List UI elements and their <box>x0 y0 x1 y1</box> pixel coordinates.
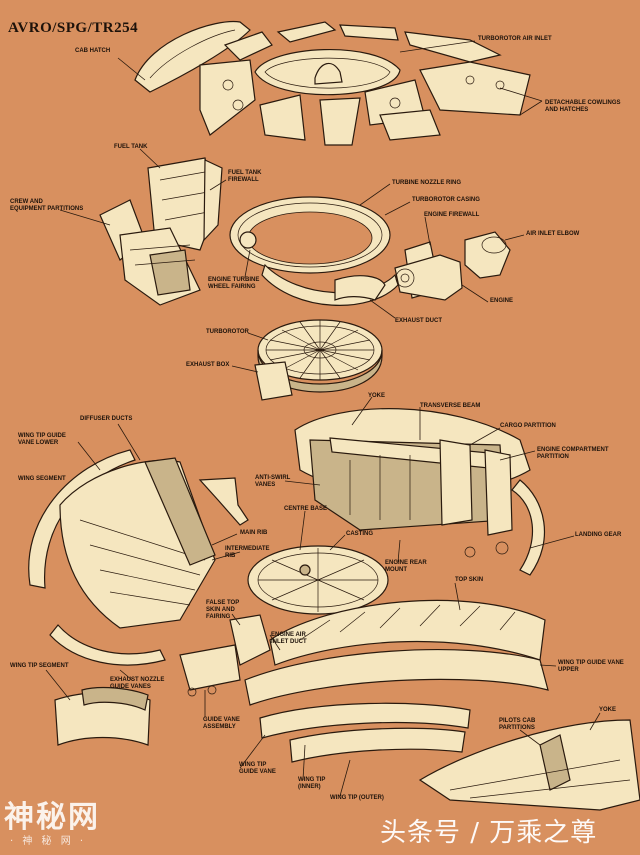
label-guide-vane-assembly: GUIDE VANE ASSEMBLY <box>203 717 240 730</box>
cowling-segment <box>339 24 399 41</box>
label-intermediate-rib: INTERMEDIATE RIB <box>225 546 270 559</box>
centre-base-group <box>179 545 389 697</box>
label-wing-tip-guide-vane: WING TIP GUIDE VANE <box>239 762 276 775</box>
label-false-top-skin: FALSE TOP SKIN AND FAIRING <box>206 600 240 620</box>
top-skin-part <box>269 599 546 666</box>
centre-cone <box>314 62 343 85</box>
exhaust-duct-part <box>334 275 386 301</box>
landing-gear-part <box>511 479 545 576</box>
label-exhaust-duct: EXHAUST DUCT <box>395 318 443 324</box>
cowling-segment <box>404 31 502 63</box>
label-exhaust-nozzle-guide-vanes: EXHAUST NOZZLE GUIDE VANES <box>110 677 165 690</box>
label-diffuser-ducts: DIFFUSER DUCTS <box>80 416 133 422</box>
engine-group <box>394 231 511 301</box>
watermark-left: 神秘网 <box>4 800 100 835</box>
diffuser-ducts-part <box>144 457 216 566</box>
label-wing-tip-inner: WING TIP (INNER) <box>298 777 326 790</box>
air-inlet-elbow-part <box>464 231 511 279</box>
cowling-segment <box>276 21 337 43</box>
cowling-segment <box>379 109 441 141</box>
false-top-skin-part <box>229 614 271 666</box>
engine-compartment-part <box>484 449 513 536</box>
label-engine-turbine-wheel-fairing: ENGINE TURBINE WHEEL FAIRING <box>208 277 260 290</box>
cowling-segment <box>259 94 306 141</box>
label-wing-tip-guide-vane-upper: WING TIP GUIDE VANE UPPER <box>558 660 624 673</box>
label-crew-partitions: CREW AND EQUIPMENT PARTITIONS <box>10 199 84 212</box>
wing-tip-inner-part <box>259 702 471 739</box>
engine-ring-group <box>229 196 399 306</box>
label-anti-swirl-vanes: ANTI-SWIRL VANES <box>255 475 291 488</box>
label-pilots-cab-partitions: PILOTS CAB PARTITIONS <box>499 718 536 731</box>
label-yoke-top: YOKE <box>368 393 386 399</box>
exhaust-box-part <box>254 361 293 401</box>
yoke-bottom-part <box>539 734 571 791</box>
label-engine-firewall: ENGINE FIREWALL <box>424 212 480 218</box>
anti-swirl-vane-part <box>198 477 249 526</box>
wing-segment-group <box>28 449 249 666</box>
cowling-segment <box>419 61 531 116</box>
label-turbine-nozzle-ring: TURBINE NOZZLE RING <box>392 180 461 186</box>
label-exhaust-box: EXHAUST BOX <box>186 362 230 368</box>
watermark-left-sub: · 神 秘 网 · <box>10 836 87 847</box>
label-wing-tip-outer: WING TIP (OUTER) <box>330 795 384 801</box>
label-wing-tip-guide-vane-lower: WING TIP GUIDE VANE LOWER <box>18 433 66 446</box>
label-centre-base: CENTRE BASE <box>284 506 328 512</box>
label-landing-gear: LANDING GEAR <box>575 532 622 538</box>
wing-tip-guide-vane-lower-part <box>28 449 136 589</box>
hull-group <box>294 408 545 576</box>
label-turborotor-casing: TURBOROTOR CASING <box>412 197 480 203</box>
label-yoke-bottom: YOKE <box>599 707 617 713</box>
label-air-inlet-elbow: AIR INLET ELBOW <box>526 231 580 237</box>
diagram-title: AVRO/SPG/TR254 <box>8 20 139 36</box>
label-cargo-partition: CARGO PARTITION <box>500 423 556 429</box>
label-turborotor-air-inlet: TURBOROTOR AIR INLET <box>478 36 552 42</box>
top-cowlings-group <box>134 20 531 146</box>
label-casting: CASTING <box>346 531 373 537</box>
label-wing-segment: WING SEGMENT <box>18 476 66 482</box>
label-top-skin: TOP SKIN <box>455 577 484 583</box>
exhaust-nozzle-part <box>81 686 149 711</box>
label-engine-rear-mount: ENGINE REAR MOUNT <box>385 560 427 573</box>
label-engine-compartment-partition: ENGINE COMPARTMENT PARTITION <box>537 447 609 460</box>
label-engine: ENGINE <box>490 298 514 304</box>
label-turborotor: TURBOROTOR <box>206 329 249 335</box>
label-transverse-beam: TRANSVERSE BEAM <box>420 403 481 409</box>
label-wing-tip-segment: WING TIP SEGMENT <box>10 663 69 669</box>
label-fuel-tank-firewall: FUEL TANK FIREWALL <box>228 170 262 183</box>
leader-lines <box>45 40 601 797</box>
top-skin-group <box>54 599 549 763</box>
label-main-rib: MAIN RIB <box>240 530 268 536</box>
cowling-segment <box>199 59 256 136</box>
label-detachable-cowlings: DETACHABLE COWLINGS AND HATCHES <box>545 100 621 113</box>
cargo-partition-part <box>439 439 473 526</box>
fuel-tank-group <box>99 157 223 306</box>
pilots-cab-group <box>418 719 640 811</box>
turborotor-group <box>254 319 383 401</box>
cab-hatch-part <box>134 20 251 93</box>
label-fuel-tank: FUEL TANK <box>114 144 148 150</box>
upper-guide-vane-part <box>244 649 549 706</box>
firewall-part <box>203 159 223 242</box>
cowling-segment <box>223 31 273 61</box>
guide-vane-assembly-part <box>179 644 241 691</box>
label-cab-hatch: CAB HATCH <box>75 48 111 54</box>
engine-body <box>394 254 463 301</box>
label-engine-air-inlet-duct: ENGINE AIR INLET DUCT <box>271 632 307 645</box>
pilots-cab-part <box>418 719 640 811</box>
cowling-segment <box>319 97 361 146</box>
wing-tip-outer-part <box>289 727 466 763</box>
wing-tip-segment-part <box>49 624 166 666</box>
watermark-right: 头条号 / 万乘之尊 <box>380 818 598 848</box>
